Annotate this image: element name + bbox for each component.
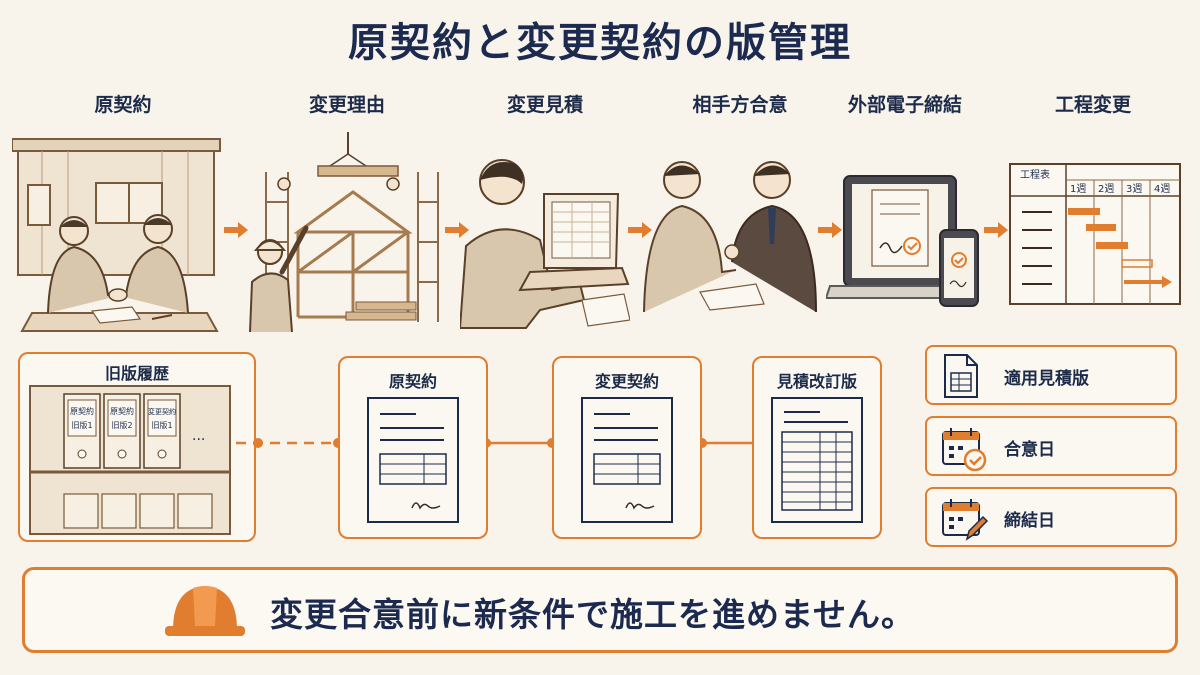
schedule-gantt-illustration: 工程表 1週 2週 3週 4週	[1009, 163, 1181, 305]
more-binders-ellipsis: ...	[192, 428, 205, 444]
document-card-change-contract[interactable]: 変更契約	[552, 356, 702, 539]
schedule-week-4: 4週	[1154, 183, 1170, 195]
schedule-week-2: 2週	[1098, 183, 1114, 195]
contract-document-icon	[367, 397, 459, 523]
binder-1-line2: 旧版1	[71, 420, 92, 430]
schedule-week-1: 1週	[1070, 183, 1086, 195]
old-version-history-title: 旧版履歴	[104, 364, 169, 383]
document-title: 見積改訂版	[776, 372, 857, 391]
binder-shelf-illustration: 原契約 旧版1 原契約 旧版2 変更契約 旧版1 ...	[29, 385, 231, 535]
agreement-meeting-illustration	[643, 161, 817, 312]
step-label-counterparty-agreement: 相手方合意	[692, 94, 788, 116]
estimate-sheet-icon	[771, 397, 863, 523]
estimate-laptop-illustration	[460, 159, 630, 329]
binder-2-line2: 旧版2	[111, 420, 132, 430]
rule-text: 変更合意前に新条件で施工を進めません。	[270, 595, 916, 634]
document-card-revised-estimate[interactable]: 見積改訂版	[752, 356, 882, 539]
binder-1-line1: 原契約	[70, 406, 94, 416]
flow-arrow-2	[445, 222, 469, 238]
schedule-title: 工程表	[1020, 168, 1050, 181]
page-title: 原契約と変更契約の版管理	[348, 20, 852, 66]
construction-frame-illustration	[249, 132, 439, 332]
step-label-schedule-change: 工程変更	[1054, 94, 1131, 116]
binder-2-line1: 原契約	[110, 406, 134, 416]
e-signing-devices-illustration	[826, 175, 979, 307]
info-label: 適用見積版	[1004, 369, 1089, 389]
binder-3-line2: 旧版1	[151, 420, 172, 430]
step-label-change-reason: 変更理由	[308, 94, 385, 116]
info-agreement-date: 合意日	[925, 416, 1177, 476]
document-title: 原契約	[388, 372, 437, 391]
document-card-original-contract[interactable]: 原契約	[338, 356, 488, 539]
flow-arrow-3	[628, 222, 652, 238]
flow-arrow-1	[224, 222, 248, 238]
info-label: 締結日	[1004, 511, 1055, 531]
hard-hat-icon	[165, 586, 245, 636]
schedule-week-3: 3週	[1126, 183, 1142, 195]
calendar-check-icon	[942, 428, 987, 472]
info-signing-date: 締結日	[925, 487, 1177, 547]
calendar-pen-icon	[942, 499, 989, 541]
contract-document-icon	[581, 397, 673, 523]
step-label-change-estimate: 変更見積	[506, 94, 583, 116]
info-label: 合意日	[1004, 440, 1055, 460]
info-applied-estimate-version: 適用見積版	[925, 345, 1177, 405]
document-title: 変更契約	[594, 372, 659, 391]
spreadsheet-document-icon	[944, 354, 978, 398]
step-label-external-e-signing: 外部電子締結	[847, 94, 962, 116]
old-version-history-card: 旧版履歴 原契約 旧版1 原契約 旧版2 変更契約 旧版1 ...	[18, 352, 256, 542]
binder-3-line1: 変更契約	[148, 407, 176, 416]
flow-arrow-4	[818, 222, 842, 238]
handshake-office-illustration	[12, 138, 221, 332]
step-label-original-contract: 原契約	[94, 94, 152, 116]
rule-banner: 変更合意前に新条件で施工を進めません。	[22, 567, 1178, 653]
flow-arrow-5	[984, 222, 1008, 238]
